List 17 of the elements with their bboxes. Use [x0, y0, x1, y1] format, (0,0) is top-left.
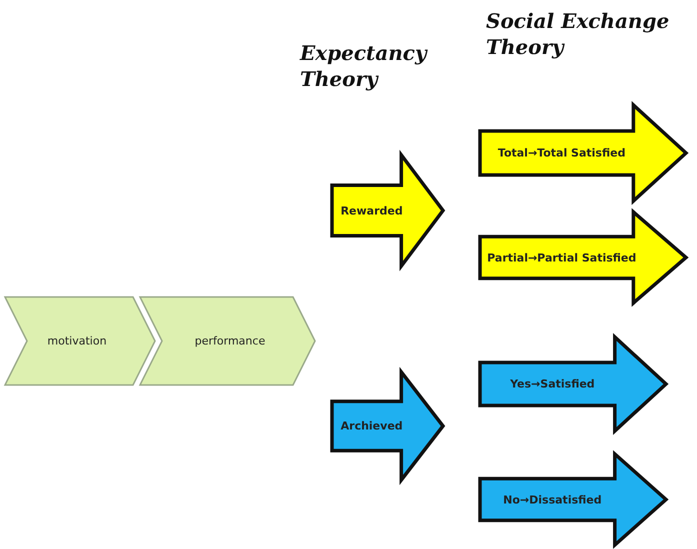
- chevron-step: [140, 297, 315, 385]
- pointed-step: [478, 103, 688, 203]
- step-label: Yes→Satisfied: [509, 378, 596, 390]
- step-label: No→Dissatisfied: [502, 493, 603, 506]
- chevron-step: [5, 297, 155, 385]
- pointed-step: [478, 452, 668, 547]
- pointed-step: [330, 370, 445, 482]
- pointed-step: [478, 210, 688, 305]
- pointed-step: [478, 335, 668, 433]
- column-heading: Social Exchange Theory: [486, 8, 670, 60]
- step-label: Total→Total Satisfied: [496, 146, 626, 160]
- column-heading: Expectancy Theory: [300, 40, 429, 92]
- step-label: motivation: [46, 334, 108, 348]
- step-label: performance: [194, 334, 266, 348]
- step-label: Partial→Partial Satisfied: [486, 251, 638, 264]
- step-label: Archieved: [340, 420, 404, 432]
- step-label: Rewarded: [340, 204, 404, 217]
